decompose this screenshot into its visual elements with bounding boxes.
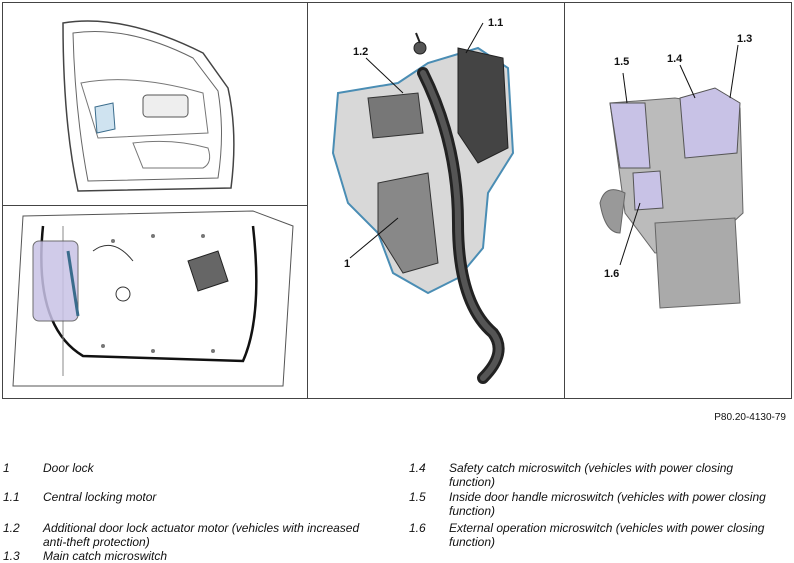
legend-number: 1.1 <box>3 490 20 504</box>
panel-divider-horizontal <box>2 205 307 206</box>
legend-text: Door lock <box>43 461 94 475</box>
legend-number: 1.4 <box>409 461 426 475</box>
callout-1-4: 1.4 <box>667 53 683 65</box>
callout-1-3: 1.3 <box>737 33 753 45</box>
panel-divider-right <box>564 2 565 399</box>
door-inner-panel-illustration <box>3 206 307 398</box>
legend-number: 1.5 <box>409 490 426 504</box>
legend-text: Safety catch microswitch (vehicles with … <box>449 461 734 489</box>
callout-1-1: 1.1 <box>488 17 504 29</box>
callout-1-5: 1.5 <box>614 56 630 68</box>
legend-text: Additional door lock actuator motor (veh… <box>43 521 360 549</box>
panel-divider-left <box>307 2 308 399</box>
legend-text: External operation microswitch (vehicles… <box>449 521 765 549</box>
legend-text: Central locking motor <box>43 490 157 504</box>
microswitch-detail-illustration <box>565 3 791 398</box>
callout-1-6: 1.6 <box>604 268 620 280</box>
door-lock-assembly-illustration <box>308 3 564 398</box>
legend-text: Main catch microswitch <box>43 549 168 563</box>
legend-number: 1 <box>3 461 10 475</box>
legend-number: 1.3 <box>3 549 20 563</box>
door-outline-illustration <box>3 3 307 205</box>
callout-1: 1 <box>344 258 351 270</box>
legend-number: 1.6 <box>409 521 426 535</box>
figure-reference: P80.20-4130-79 <box>714 412 786 423</box>
legend-text: Inside door handle microswitch (vehicles… <box>449 490 766 518</box>
figure-frame <box>2 2 792 399</box>
callout-1-2: 1.2 <box>353 46 369 58</box>
legend-number: 1.2 <box>3 521 20 535</box>
